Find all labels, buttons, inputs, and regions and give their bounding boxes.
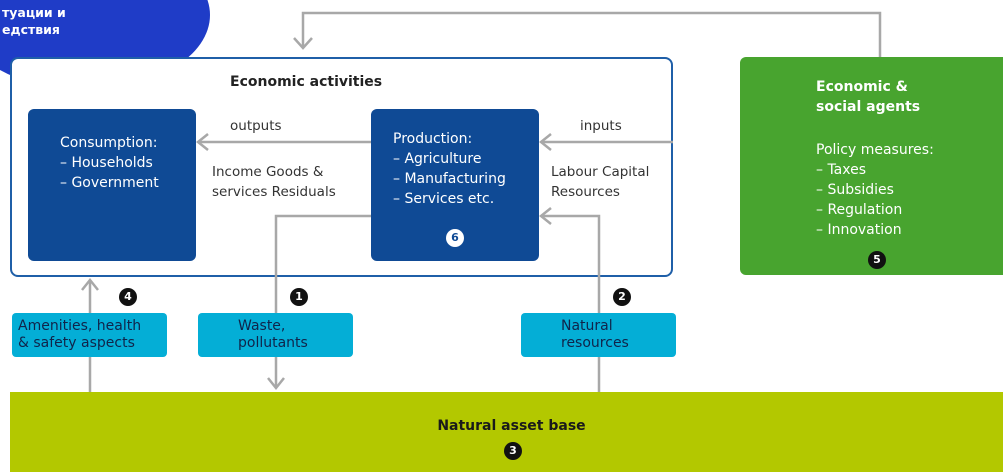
- economic-social-agents-box: Economic & social agents Policy measures…: [740, 57, 1003, 275]
- marker-4: 4: [119, 288, 137, 306]
- outputs-detail: Income Goods & services Residuals: [212, 164, 336, 200]
- flow-waste-box: Waste, pollutants: [198, 313, 353, 357]
- natural-asset-base: Natural asset base 3: [10, 392, 1003, 472]
- flow-amenities-box: Amenities, health & safety aspects: [12, 313, 167, 357]
- marker-3: 3: [504, 442, 522, 460]
- outputs-label: outputs: [230, 118, 282, 134]
- marker-1: 1: [290, 288, 308, 306]
- marker-2: 2: [613, 288, 631, 306]
- feedback-arrow: [301, 11, 882, 57]
- waste-arrow: [274, 214, 371, 388]
- agents-title: Economic & social agents: [816, 79, 921, 115]
- agents-policy-measures: Policy measures: – Taxes – Subsidies – R…: [816, 142, 934, 238]
- marker-5: 5: [868, 251, 886, 269]
- resources-arrow: [543, 214, 601, 392]
- inputs-label: inputs: [580, 118, 622, 134]
- flow-resources-box: Natural resources: [521, 313, 676, 357]
- marker-6: 6: [446, 229, 464, 247]
- economic-activities-title: Economic activities: [230, 74, 383, 90]
- inputs-detail: Labour Capital Resources: [551, 164, 650, 200]
- asset-base-title: Natural asset base: [437, 418, 586, 434]
- consumption-text: Consumption: – Households – Government: [60, 135, 159, 191]
- production-box: Production: – Agriculture – Manufacturin…: [371, 109, 539, 261]
- corner-badge-text: туации и едствия: [2, 5, 66, 37]
- production-text: Production: – Agriculture – Manufacturin…: [393, 131, 506, 207]
- consumption-box: Consumption: – Households – Government: [28, 109, 196, 261]
